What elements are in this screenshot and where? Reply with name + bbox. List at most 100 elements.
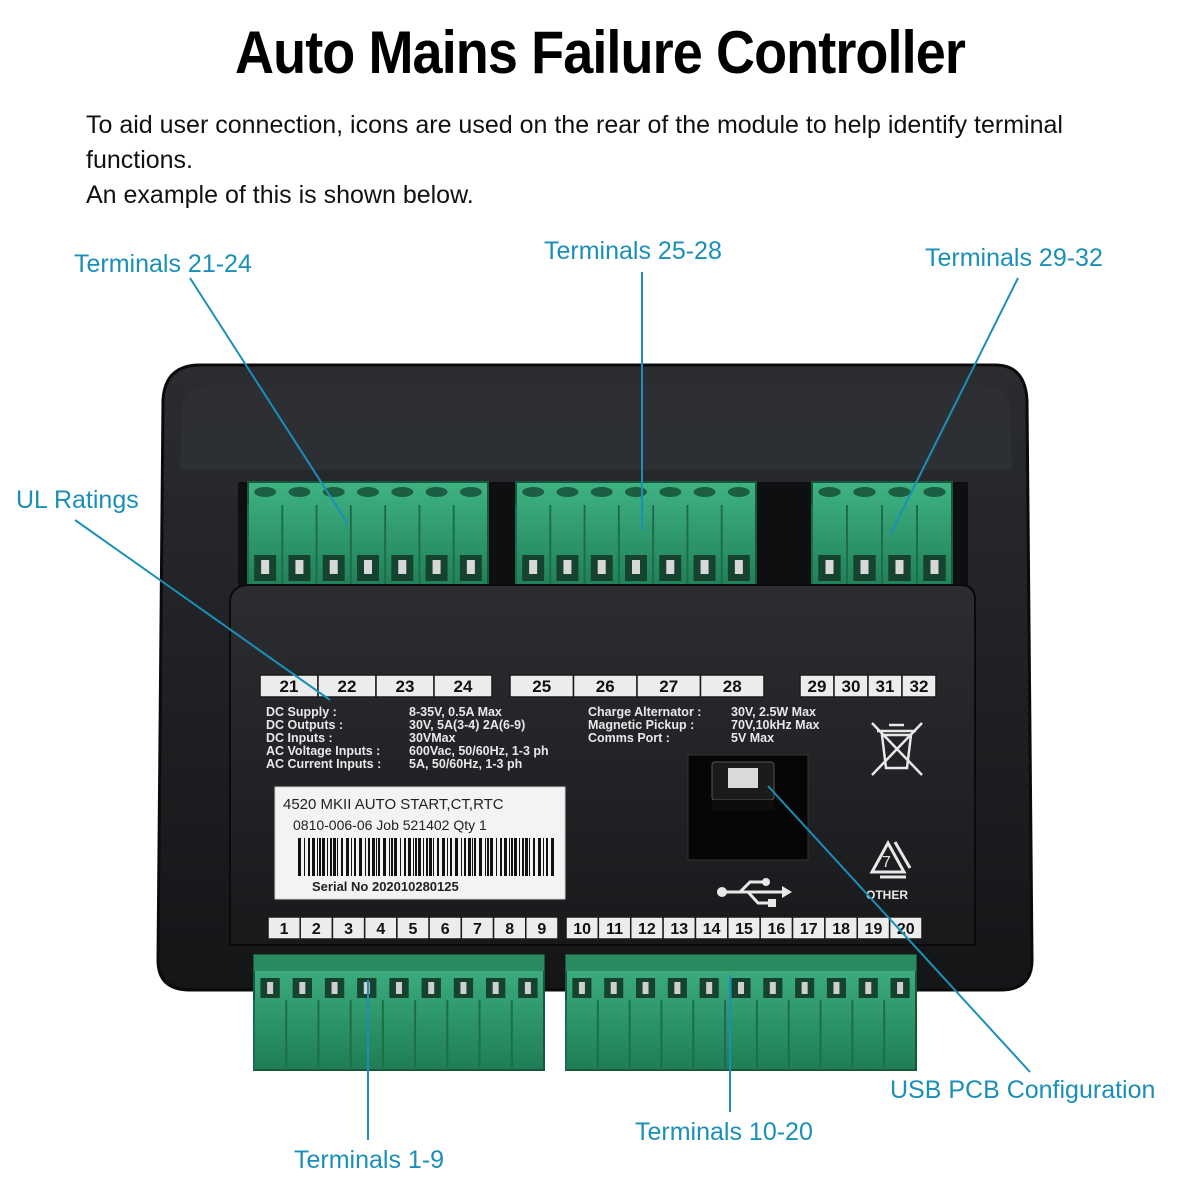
usb-port: [687, 754, 809, 861]
sticker-serial: Serial No 202010280125: [312, 879, 459, 894]
terminal-number: 32: [901, 674, 937, 698]
terminal-number: 14: [694, 916, 729, 940]
svg-text:17: 17: [800, 921, 818, 938]
svg-text:13: 13: [670, 921, 688, 938]
terminal-number: 12: [629, 916, 664, 940]
intro-text: To aid user connection, icons are used o…: [86, 108, 1166, 213]
svg-text:23: 23: [396, 677, 415, 696]
callout-leaders: [74, 272, 1031, 1140]
terminal-number: 19: [856, 916, 891, 940]
svg-text:2: 2: [312, 921, 321, 938]
terminal-number: 25: [509, 674, 575, 698]
callout-terminals-29-32: Terminals 29-32: [925, 244, 1103, 272]
bottom-terminal-block: [565, 954, 917, 1071]
terminal-number: 29: [799, 674, 835, 698]
callout-terminals-10-20: Terminals 10-20: [635, 1118, 813, 1146]
callout-usb-pcb-configuration: USB PCB Configuration: [890, 1076, 1156, 1104]
rating-value: 30V, 2.5W Max: [731, 705, 816, 719]
terminal-number: 7: [460, 916, 495, 940]
terminal-number: 20: [888, 916, 923, 940]
callout-terminals-1-9: Terminals 1-9: [294, 1146, 445, 1174]
svg-text:3: 3: [344, 921, 353, 938]
rating-label: DC Supply :: [266, 705, 337, 719]
sticker-line-1: 4520 MKII AUTO START,CT,RTC: [283, 796, 504, 813]
terminal-number: 23: [375, 674, 435, 698]
terminal-number: 10: [565, 916, 600, 940]
intro-line-1: To aid user connection, icons are used o…: [86, 111, 1063, 174]
terminal-number: 2: [299, 916, 334, 940]
svg-text:9: 9: [537, 921, 546, 938]
top-terminal-block: [247, 481, 489, 593]
rating-label: Magnetic Pickup :: [588, 718, 694, 732]
weee-bin-icon: [871, 722, 923, 776]
usb-icon: [717, 878, 792, 907]
terminal-number: 16: [759, 916, 794, 940]
terminal-number: 31: [867, 674, 903, 698]
callout-terminals-25-28: Terminals 25-28: [544, 237, 722, 265]
terminal-number: 13: [662, 916, 697, 940]
bottom-terminal-blocks: [253, 954, 917, 1071]
svg-text:12: 12: [638, 921, 656, 938]
terminal-number: 3: [331, 916, 366, 940]
svg-text:10: 10: [573, 921, 591, 938]
svg-text:15: 15: [735, 921, 753, 938]
terminal-number: 17: [791, 916, 826, 940]
rating-value: 5A, 50/60Hz, 1-3 ph: [409, 757, 522, 771]
intro-line-2: An example of this is shown below.: [86, 181, 474, 209]
svg-text:26: 26: [596, 677, 615, 696]
recycle-number: 7: [882, 854, 891, 871]
svg-text:6: 6: [441, 921, 450, 938]
bottom-terminal-block: [253, 954, 545, 1071]
page-title: Auto Mains Failure Controller: [235, 19, 966, 86]
terminal-number: 9: [525, 916, 559, 940]
rating-value: 8-35V, 0.5A Max: [409, 705, 502, 719]
rating-label: DC Inputs :: [266, 731, 333, 745]
terminal-number: 24: [433, 674, 493, 698]
terminal-number: 11: [597, 916, 632, 940]
svg-text:31: 31: [876, 677, 895, 696]
svg-text:8: 8: [505, 921, 514, 938]
rating-value: 30V, 5A(3-4) 2A(6-9): [409, 718, 525, 732]
terminal-number: 15: [727, 916, 761, 940]
rating-label: Charge Alternator :: [588, 705, 701, 719]
ul-ratings-text: DC Supply : 8-35V, 0.5A Max DC Outputs : 30…: [266, 705, 820, 771]
top-terminal-block: [811, 481, 953, 593]
rating-value: 30VMax: [409, 731, 456, 745]
svg-text:24: 24: [454, 677, 473, 696]
rating-value: 70V,10kHz Max: [731, 718, 820, 732]
barcode: [298, 838, 554, 876]
rating-label: DC Outputs :: [266, 718, 343, 732]
terminal-number: 22: [317, 674, 377, 698]
svg-text:4: 4: [376, 921, 385, 938]
svg-text:32: 32: [910, 677, 929, 696]
svg-text:20: 20: [897, 921, 915, 938]
top-terminal-block: [515, 481, 757, 593]
rating-value: 5V Max: [731, 731, 774, 745]
terminal-number: 6: [428, 916, 463, 940]
terminal-number: 5: [396, 916, 430, 940]
terminal-number: 1: [267, 916, 301, 940]
terminal-number: 18: [824, 916, 859, 940]
svg-text:19: 19: [865, 921, 883, 938]
top-terminal-blocks: [247, 481, 953, 593]
rating-value: 600Vac, 50/60Hz, 1-3 ph: [409, 744, 549, 758]
sticker-line-2: 0810-006-06 Job 521402 Qty 1: [293, 817, 487, 833]
terminal-number: 26: [572, 674, 638, 698]
terminal-number: 4: [363, 916, 398, 940]
svg-text:16: 16: [767, 921, 785, 938]
rating-label: AC Current Inputs :: [266, 757, 381, 771]
rating-label: AC Voltage Inputs :: [266, 744, 380, 758]
product-sticker: 4520 MKII AUTO START,CT,RTC 0810-006-06 …: [274, 786, 566, 900]
svg-text:25: 25: [532, 677, 551, 696]
svg-text:29: 29: [808, 677, 827, 696]
recycle-label: OTHER: [866, 888, 908, 902]
svg-text:28: 28: [723, 677, 742, 696]
callout-terminals-21-24: Terminals 21-24: [74, 250, 252, 278]
svg-text:11: 11: [606, 921, 623, 938]
terminal-number: 8: [492, 916, 527, 940]
svg-text:30: 30: [842, 677, 861, 696]
svg-text:18: 18: [832, 921, 850, 938]
